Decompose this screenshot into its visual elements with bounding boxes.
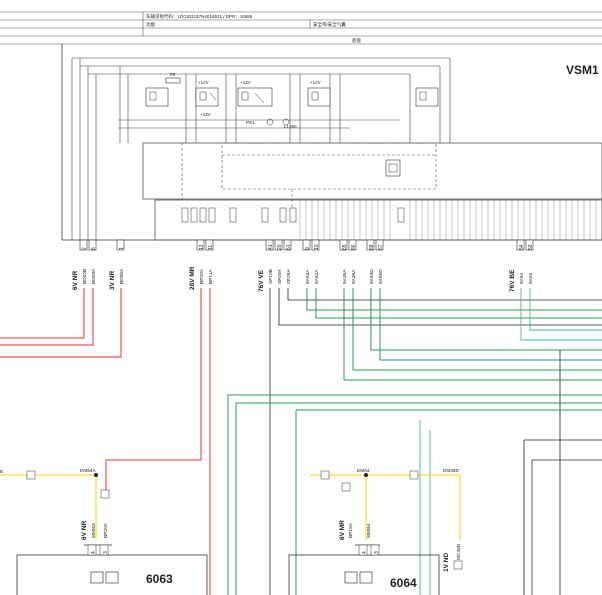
pin-c3-1: 11 (208, 245, 214, 250)
wire-c1-1: BD09A (91, 268, 97, 284)
wire-c1-0: BD02B (82, 269, 88, 284)
wire-c5-0: 9A54 (519, 272, 525, 284)
pin-c4-7: 68 (369, 244, 375, 250)
pin-c4-8: 67 (378, 244, 384, 250)
dashed-enclosure (181, 142, 437, 212)
wire-c4-1: SP29A (277, 268, 283, 284)
internal-circuit (71, 57, 451, 240)
wire-c4-6: 9A36A (351, 269, 357, 284)
component-left-wire-1: BP20A (103, 522, 109, 538)
pin-ticks (299, 200, 597, 240)
label-ic1: PS1 (246, 120, 255, 125)
label-relay1: +12V (198, 80, 209, 85)
component-pin-boxes (87, 544, 380, 556)
component-left-connector: 6V NR (81, 521, 88, 540)
pin-c4-1: 20 (277, 244, 283, 250)
pin-c4-5: 65 (342, 244, 348, 250)
pin-c5-0: 54 (519, 244, 525, 250)
pin-c5-1: 53 (528, 244, 534, 250)
component-right-wire-0: MC46D (456, 543, 462, 560)
wire-c4-3: 9A53A (305, 269, 311, 284)
splice-right: EM46D (443, 468, 460, 474)
connector-c3-name: 28V MR (189, 266, 196, 290)
black-wires (269, 288, 602, 595)
splice-mid: EM64 (357, 468, 370, 474)
component-left-id: 6063 (146, 572, 173, 586)
header-vehicle: 车辆识别代码：LDC831157N4018531 / DPR：16555 (146, 13, 253, 20)
edge-left-label: B (0, 469, 3, 474)
wire-c4-5: 9A35A (342, 269, 348, 284)
component-mid-pin-0: 4 (362, 551, 368, 554)
relay-blocks (145, 77, 439, 177)
component-mid-id: 6064 (390, 576, 417, 590)
label-relay4: +12V (200, 112, 211, 117)
label-fuse1: F5 (170, 72, 176, 77)
pin-c4-4: 10 (314, 244, 320, 250)
wire-c3-1: BP11A (208, 269, 214, 284)
wire-c4-8: 9A55D (378, 269, 384, 284)
wire-c4-7: 9A54D (369, 269, 375, 284)
header-function-label: 功能 (146, 21, 155, 28)
module-name: VSM1 (566, 63, 599, 77)
wire-c4-2: ZP29A (286, 269, 292, 284)
header-table (0, 11, 602, 45)
resistor-blocks (181, 207, 405, 223)
inline-connectors (26, 470, 463, 570)
red-wires (0, 288, 211, 595)
splice-dots (94, 473, 368, 477)
label-relay2: +12V (240, 80, 251, 85)
pin-c4-0: 41 (268, 244, 274, 250)
pin-c4-3: 9 (305, 247, 311, 250)
wire-c2-0: BD06A (119, 268, 125, 284)
label-relay3: +12V (310, 80, 321, 85)
wire-c4-0: SP10B (268, 269, 274, 284)
component-mid-pin-1: 3 (374, 551, 380, 554)
component-icons (90, 571, 373, 584)
component-left-wire-0: M6063 (91, 523, 97, 538)
label-ic2: L1 I60 (284, 124, 297, 129)
connector-c1-name: 6V NR (72, 271, 79, 290)
connector-c5-name: 76V BE (509, 269, 516, 292)
pin-c3-0: 12 (199, 244, 205, 250)
header-row3: 底盘 (352, 37, 361, 44)
component-right-connector: 1V ND (443, 553, 450, 572)
pin-c2-0: 1 (119, 247, 125, 250)
connector-c2-name: 3V NR (109, 271, 116, 290)
pin-c4-2: 61 (286, 244, 292, 250)
connector-c4-name: 76V VE (258, 269, 265, 292)
yellow-wires (0, 474, 461, 540)
module-box (61, 44, 602, 241)
component-left-pin-0: 4 (91, 551, 97, 554)
wire-c3-0: BP20A (199, 268, 205, 284)
splice-left: EM64A (80, 468, 97, 474)
pin-c1-1: 6 (91, 247, 97, 250)
wire-c4-4: 9A52A (314, 269, 320, 284)
pin-c4-6: 66 (351, 244, 357, 250)
relay-symbols (149, 91, 427, 173)
component-mid-wire-0: BP19A (348, 522, 354, 538)
green-wires (227, 288, 602, 595)
component-left-pin-1: 3 (103, 551, 109, 554)
pin-c1-0: 7 (82, 247, 88, 250)
wire-c5-1: 9A55 (528, 272, 534, 284)
connector-pin-boxes (79, 239, 534, 251)
component-mid-wire-1: M6064 (366, 523, 372, 538)
component-mid-connector: 6V MR (339, 520, 346, 540)
header-function-value: 安全带/安全气囊 (313, 21, 346, 28)
green-light-wires (419, 288, 602, 595)
